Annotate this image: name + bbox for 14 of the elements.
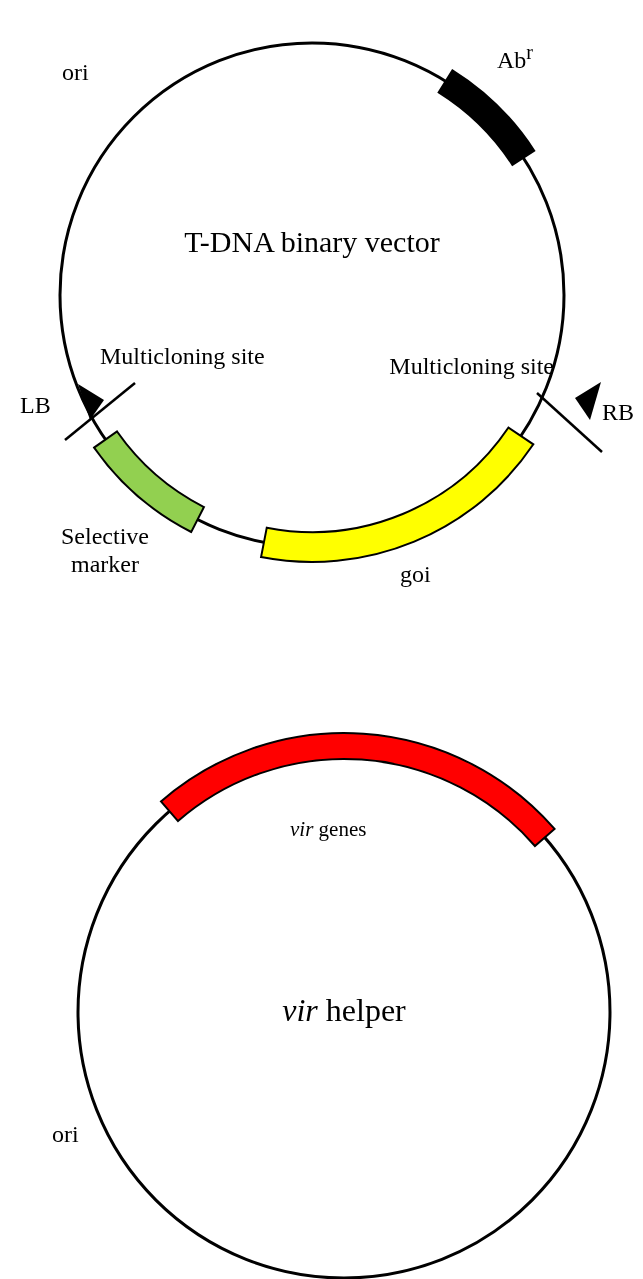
feature-label: Multicloning site xyxy=(388,352,554,380)
plasmid-name: vir helper xyxy=(194,990,494,1030)
gene-segment xyxy=(260,426,535,563)
feature-label: RB xyxy=(602,398,635,426)
feature-label: LB xyxy=(20,391,52,419)
feature-label: ori xyxy=(62,58,90,86)
feature-label: vir genes xyxy=(290,816,368,843)
feature-label: Ab$^{r}$ xyxy=(497,40,534,74)
gene-segment xyxy=(159,732,556,847)
plasmid-name: T-DNA binary vector xyxy=(162,222,462,262)
feature-label: Multicloning site xyxy=(100,342,266,370)
feature-label: ori xyxy=(52,1120,80,1148)
feature-label: goi xyxy=(400,560,432,588)
feature-label: Selective marker xyxy=(60,522,150,578)
